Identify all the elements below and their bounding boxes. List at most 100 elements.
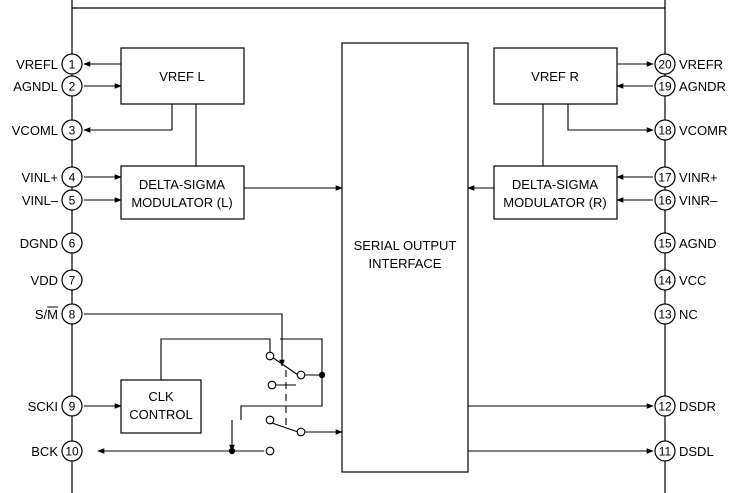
vref-l-block: VREF L — [120, 47, 245, 105]
pin-label: VCOMR — [679, 123, 727, 138]
pin-left-8: 8 S/M — [35, 303, 83, 325]
pin-left-4: 4 VINL+ — [22, 166, 83, 188]
pin-circle — [654, 119, 676, 141]
pin-left-10: 10 BCK — [31, 440, 83, 462]
pin-label: DGND — [20, 236, 58, 251]
pin-right-16: 16 VINR– — [654, 189, 718, 211]
pin-left-5: 5 VINL– — [22, 189, 83, 211]
pin-label: AGNDL — [13, 79, 58, 94]
pin-label: NC — [679, 307, 698, 322]
delta-sigma-modulator-r-block: DELTA-SIGMA MODULATOR (R) — [493, 165, 618, 220]
pin-circle — [61, 166, 83, 188]
pin-label: VINR+ — [679, 170, 718, 185]
pin-circle — [654, 303, 676, 325]
svg-text:MODULATOR (L): MODULATOR (L) — [131, 195, 232, 210]
pin-number: 1 — [69, 58, 76, 72]
pin-number: 7 — [69, 274, 76, 288]
svg-text:DELTA-SIGMA: DELTA-SIGMA — [512, 177, 599, 192]
pin-circle — [61, 269, 83, 291]
pin-right-13: 13 NC — [654, 303, 698, 325]
pin-number: 12 — [658, 400, 672, 414]
pin-label: VCC — [679, 273, 706, 288]
pin-number: 9 — [69, 400, 76, 414]
pin-circle — [61, 395, 83, 417]
pin-number: 8 — [69, 308, 76, 322]
pin-left-1: 1 VREFL — [16, 53, 83, 75]
right-pins: 20 VREFR 19 AGNDR 18 VCOMR 17 VINR+ 16 VINR– 15 AGN… — [654, 53, 727, 462]
pin-right-17: 17 VINR+ — [654, 166, 718, 188]
pin-circle — [654, 53, 676, 75]
pin-left-2: 2 AGNDL — [13, 75, 83, 97]
pin-label: VINL– — [22, 193, 59, 208]
pin-number: 5 — [69, 194, 76, 208]
pin-number: 20 — [658, 58, 672, 72]
pin-circle — [654, 269, 676, 291]
pin-label: VREFL — [16, 57, 58, 72]
pin-circle — [61, 303, 83, 325]
pin-number: 19 — [658, 80, 672, 94]
pin-right-15: 15 AGND — [654, 232, 717, 254]
pin-number: 3 — [69, 124, 76, 138]
pin-right-20: 20 VREFR — [654, 53, 723, 75]
pin-circle — [61, 53, 83, 75]
pin-number: 10 — [65, 445, 79, 459]
pin-label: VINL+ — [22, 170, 59, 185]
svg-text:VREF L: VREF L — [159, 69, 205, 84]
pin-number: 14 — [658, 274, 672, 288]
right-wiring — [467, 61, 654, 454]
delta-sigma-modulator-l-block: DELTA-SIGMA MODULATOR (L) — [120, 165, 245, 220]
pin-right-19: 19 AGNDR — [654, 75, 726, 97]
pin-number: 6 — [69, 237, 76, 251]
clk-control-block: CLK CONTROL — [120, 379, 202, 434]
pin-circle — [61, 440, 83, 462]
svg-text:DELTA-SIGMA: DELTA-SIGMA — [139, 177, 226, 192]
pin-circle — [654, 395, 676, 417]
pin-left-6: 6 DGND — [20, 232, 83, 254]
pin-label: VDD — [31, 273, 58, 288]
pin-circle — [61, 75, 83, 97]
pin-left-7: 7 VDD — [31, 269, 83, 291]
svg-text:CLK: CLK — [148, 389, 174, 404]
pin-label: AGND — [679, 236, 717, 251]
pin-circle — [654, 232, 676, 254]
pin-label: DSDL — [679, 444, 714, 459]
vref-r-block: VREF R — [493, 47, 618, 105]
svg-text:MODULATOR (R): MODULATOR (R) — [503, 195, 607, 210]
pin-circle — [61, 119, 83, 141]
pin-number: 16 — [658, 194, 672, 208]
pin-number: 17 — [658, 171, 672, 185]
pin-circle — [654, 75, 676, 97]
pin-label: BCK — [31, 444, 58, 459]
serial-output-interface-block: SERIAL OUTPUT INTERFACE — [341, 42, 469, 473]
pin-label: DSDR — [679, 399, 716, 414]
pin-circle — [61, 232, 83, 254]
pin-left-9: 9 SCKI — [28, 395, 83, 417]
pin-right-12: 12 DSDR — [654, 395, 716, 417]
pin-right-18: 18 VCOMR — [654, 119, 727, 141]
pin-label: AGNDR — [679, 79, 726, 94]
pin-label: SCKI — [28, 399, 58, 414]
pin-number: 13 — [658, 308, 672, 322]
pin-circle — [654, 166, 676, 188]
pin-number: 4 — [69, 171, 76, 185]
left-wiring — [83, 61, 343, 203]
pin-number: 2 — [69, 80, 76, 94]
pin-label: VREFR — [679, 57, 723, 72]
pin-label: VCOML — [12, 123, 58, 138]
svg-text:VREF R: VREF R — [531, 69, 579, 84]
pin-circle — [654, 440, 676, 462]
junction-dots — [228, 371, 326, 455]
pin-circle — [61, 189, 83, 211]
left-pins: 1 VREFL 2 AGNDL 3 VCOML 4 VINL+ 5 VINL– 6 DGND 7 VDD 8… — [12, 53, 83, 462]
pin-label: S/M — [35, 307, 58, 322]
svg-text:CONTROL: CONTROL — [129, 407, 193, 422]
pin-number: 18 — [658, 124, 672, 138]
pin-number: 15 — [658, 237, 672, 251]
pin-left-3: 3 VCOML — [12, 119, 83, 141]
svg-text:INTERFACE: INTERFACE — [369, 256, 442, 271]
pin-circle — [654, 189, 676, 211]
clock-switch-network — [84, 313, 343, 454]
pin-right-14: 14 VCC — [654, 269, 706, 291]
pin-label: VINR– — [679, 193, 718, 208]
